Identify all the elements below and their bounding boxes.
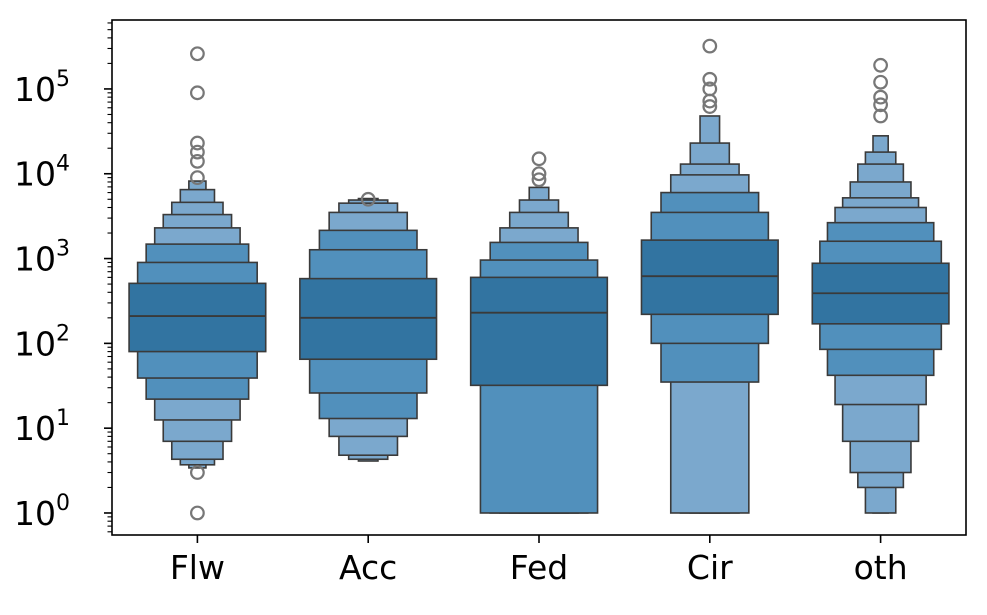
y-tick-base: 10 bbox=[14, 494, 56, 533]
boxen-Fed bbox=[469, 186, 609, 514]
y-tick-base: 10 bbox=[14, 409, 56, 448]
plot-frame bbox=[111, 19, 967, 536]
boxen-level-Cir-0 bbox=[640, 239, 779, 316]
outlier-point-Fed-2 bbox=[531, 151, 547, 167]
outlier-point-oth-0 bbox=[873, 108, 888, 124]
boxen-level-Fed-0 bbox=[469, 276, 609, 387]
x-tick-label-Cir: Cir bbox=[687, 548, 733, 587]
boxes-layer bbox=[128, 115, 950, 514]
y-tick-base: 10 bbox=[14, 240, 56, 279]
outlier-point-Flw-0 bbox=[189, 505, 205, 521]
outlier-point-Flw-1 bbox=[189, 465, 205, 480]
x-tick-label-oth: oth bbox=[854, 548, 908, 587]
outlier-point-Flw-4 bbox=[189, 144, 205, 160]
outlier-point-Flw-2 bbox=[189, 170, 205, 186]
outlier-point-Cir-4 bbox=[702, 38, 718, 54]
y-tick-exponent: 4 bbox=[56, 152, 70, 177]
outlier-point-Cir-0 bbox=[702, 99, 718, 114]
outlier-point-oth-4 bbox=[873, 57, 888, 73]
boxen-Flw bbox=[128, 180, 267, 469]
y-tick-label-100000: 105 bbox=[14, 67, 70, 109]
boxen-oth bbox=[811, 135, 950, 514]
y-tick-exponent: 0 bbox=[56, 491, 70, 516]
x-tick-label-Fed: Fed bbox=[510, 548, 568, 587]
outlier-point-Fed-1 bbox=[531, 166, 547, 182]
outlier-point-Flw-7 bbox=[189, 46, 205, 62]
boxen-Cir bbox=[640, 115, 779, 514]
x-tick-label-Acc: Acc bbox=[339, 548, 397, 587]
y-tick-label-1: 100 bbox=[14, 491, 70, 533]
y-tick-base: 10 bbox=[14, 324, 56, 363]
y-tick-exponent: 3 bbox=[56, 237, 70, 262]
outliers-layer bbox=[189, 38, 888, 521]
y-tick-exponent: 2 bbox=[56, 321, 70, 346]
x-tick-label-Flw: Flw bbox=[170, 548, 225, 587]
outlier-point-oth-1 bbox=[873, 97, 888, 113]
outlier-point-Cir-2 bbox=[702, 81, 718, 97]
y-tick-exponent: 5 bbox=[56, 67, 70, 92]
boxen-level-Acc-0 bbox=[299, 277, 438, 361]
outlier-point-Cir-3 bbox=[702, 71, 718, 87]
boxen-Acc bbox=[299, 197, 438, 462]
outlier-point-oth-3 bbox=[873, 74, 888, 90]
outlier-point-oth-2 bbox=[873, 89, 888, 105]
outlier-point-Flw-3 bbox=[189, 153, 205, 169]
y-tick-base: 10 bbox=[14, 155, 56, 194]
y-tick-label-100: 102 bbox=[14, 321, 70, 363]
outlier-point-Acc-0 bbox=[360, 191, 376, 207]
y-tick-base: 10 bbox=[14, 70, 56, 109]
y-tick-exponent: 1 bbox=[56, 406, 70, 431]
outlier-point-Flw-6 bbox=[189, 85, 205, 101]
y-tick-label-10000: 104 bbox=[14, 152, 70, 194]
outlier-point-Flw-5 bbox=[189, 135, 205, 151]
y-tick-label-1000: 103 bbox=[14, 237, 70, 279]
outlier-point-Fed-0 bbox=[531, 172, 547, 188]
boxen-level-Flw-0 bbox=[128, 282, 267, 353]
y-tick-label-10: 101 bbox=[14, 406, 70, 448]
